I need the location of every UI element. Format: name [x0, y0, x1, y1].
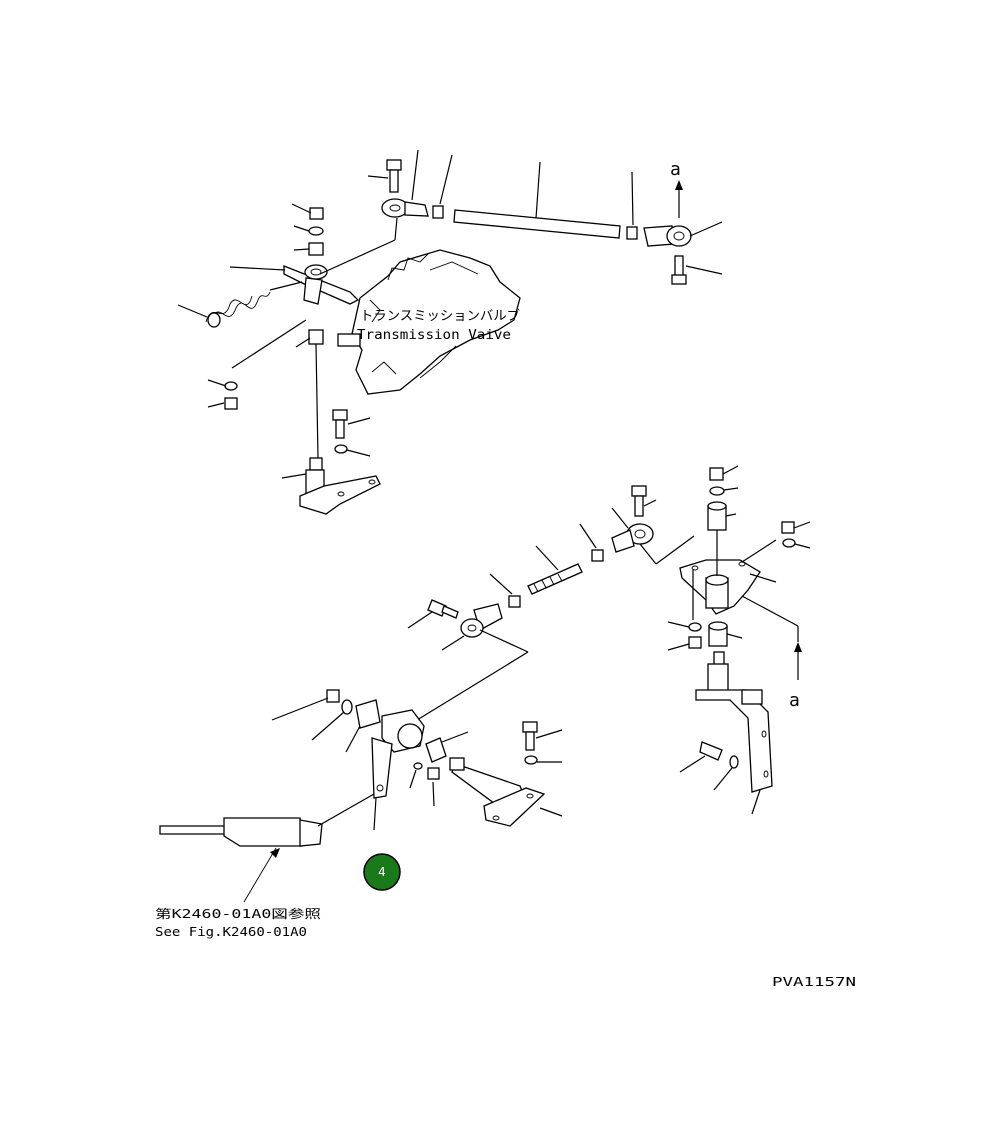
arrow-label-top: a — [670, 159, 681, 180]
arrow-a-top — [675, 180, 683, 218]
callout-badge-circle — [363, 853, 401, 891]
washer-nut-lower-right-mid — [667, 621, 702, 651]
spacer-lower-lever — [425, 731, 469, 763]
vertical-rod-upper — [315, 343, 319, 459]
rod-end-upper-left — [381, 149, 429, 218]
callout-badge[interactable]: 4 — [363, 853, 401, 891]
arrow-label-bottom: a — [789, 690, 800, 711]
diagram-labels: トランスミッションバルブ Transmission Vaive a a 第K24… — [155, 159, 856, 989]
lower-linkage-assembly — [159, 465, 811, 903]
link-line-right-1 — [741, 539, 777, 563]
nut-lower-rod-2 — [489, 573, 521, 608]
reference-label-en: See Fig.K2460-01A0 — [155, 925, 307, 939]
rod-end-lower-right — [611, 507, 695, 565]
bellcrank-lower-right — [679, 530, 777, 615]
nut-upper-right-rod — [626, 171, 638, 240]
long-rod-upper — [453, 161, 621, 239]
link-line-long — [403, 651, 529, 729]
nut-washer-lower-far-right — [781, 521, 811, 549]
callout-badge-number: 4 — [378, 865, 386, 879]
spring-upper — [177, 281, 303, 328]
bracket-lower-right — [695, 651, 773, 815]
upper-linkage-assembly — [177, 149, 723, 515]
arrow-a-bottom — [794, 642, 802, 680]
bolt-upper-right — [671, 255, 723, 285]
nut-stack-upper-left — [291, 203, 324, 256]
spacer-lower-right-top — [707, 501, 737, 531]
nut-washer-spacer-lower-left — [271, 689, 381, 753]
washer-nut-lower-lever — [409, 762, 440, 807]
valve-label-en: Transmission Vaive — [357, 328, 511, 343]
pin-bracket-lower — [449, 757, 563, 827]
bolt-upper-left — [367, 159, 402, 193]
reference-label-jp: 第K2460-01A0図参照 — [155, 906, 321, 921]
rod-end-upper-right — [643, 221, 723, 247]
spacer-lower-right-mid — [708, 621, 743, 647]
rod-end-lower-left — [441, 603, 529, 653]
drawing-code: PVA1157N — [772, 975, 856, 989]
bolt-lower-pin — [522, 721, 563, 765]
bolt-upper-mid — [332, 409, 371, 457]
lever-plate-upper — [229, 217, 398, 305]
control-cable — [159, 793, 375, 903]
nut-stack-lower-right-top — [709, 465, 739, 496]
spacer-upper — [295, 329, 324, 348]
bolt-lower-left-rod-end — [407, 599, 459, 629]
valve-label-jp: トランスミッションバルブ — [360, 308, 520, 324]
nut-lower-rod — [579, 523, 604, 562]
bracket-upper — [281, 457, 381, 515]
transmission-valve-body — [337, 249, 521, 395]
nut-upper-left-rod — [432, 154, 453, 219]
washer-nut-upper-lower-left — [207, 379, 238, 410]
bolt-lower-right-rod-end — [631, 485, 657, 517]
link-line-spring — [231, 319, 307, 369]
link-line-right-2 — [741, 595, 799, 627]
threaded-rod-lower — [527, 545, 583, 595]
bolt-washer-lower-right — [679, 741, 739, 791]
lever-arm-lower — [371, 709, 425, 831]
